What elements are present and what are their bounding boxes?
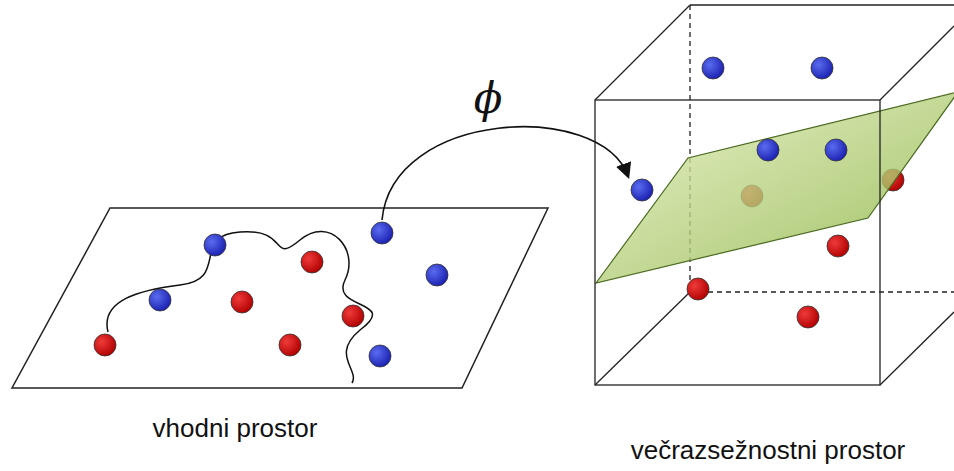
mapping-arrow [382,127,628,220]
space-label: vhodni prostor [153,413,318,444]
separating-hyperplane [596,92,954,283]
input-points [94,222,448,367]
mapping-symbol: ϕ [474,74,503,123]
cube-front [595,100,880,385]
feature-points [631,57,849,328]
decision-curve [107,231,373,383]
space-label: večrazsežnostni prostor [631,435,906,466]
input-plane [12,208,548,388]
